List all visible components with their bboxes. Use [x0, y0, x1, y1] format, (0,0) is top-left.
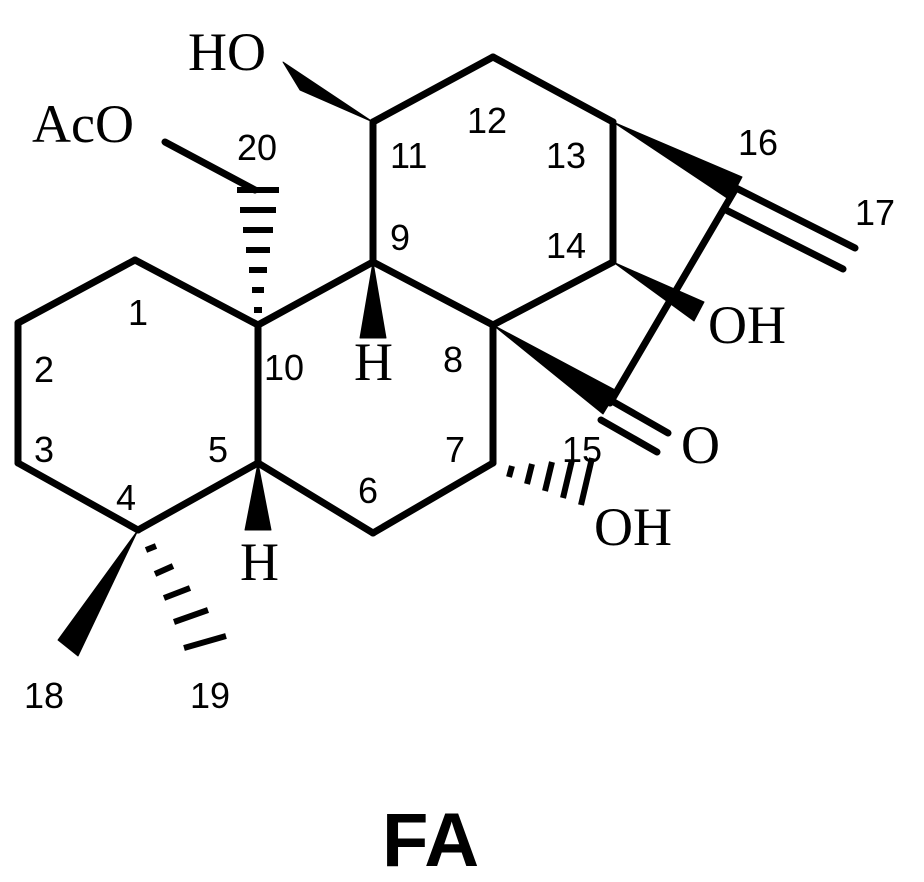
num-c2: 2 [34, 349, 54, 390]
bond-c12-c13 [489, 53, 617, 126]
num-c1: 1 [128, 292, 148, 333]
num-c4: 4 [116, 477, 136, 518]
num-c5: 5 [208, 429, 228, 470]
atom-numbers: 1 2 3 4 5 6 7 8 9 10 11 12 13 14 15 16 1… [24, 100, 895, 716]
bond-c14-c8 [489, 258, 617, 329]
num-c16: 16 [738, 122, 778, 163]
num-c20: 20 [237, 127, 277, 168]
wedge-c13-c16 [612, 121, 743, 201]
bond-c6-c5 [254, 459, 377, 537]
num-c7: 7 [445, 429, 465, 470]
wedge-bonds [57, 61, 743, 657]
num-c15: 15 [562, 429, 602, 470]
num-c3: 3 [34, 429, 54, 470]
num-c8: 8 [443, 339, 463, 380]
num-c10: 10 [264, 347, 304, 388]
hashed-bonds [144, 187, 595, 651]
label-oh-c14: OH [708, 295, 786, 355]
hash-c10-c20 [237, 187, 279, 313]
label-carbonyl-o: O [681, 415, 720, 475]
group-labels: AcO HO OH OH O H H [32, 22, 786, 592]
num-c17: 17 [855, 192, 895, 233]
bond-c9-c8 [369, 258, 497, 329]
bond-c3-c4 [14, 459, 142, 534]
bond-c1-c10 [131, 256, 262, 329]
bond-c11-c12 [369, 53, 497, 126]
bond-c15-o-b [597, 416, 661, 456]
wedge-c9-h [359, 261, 387, 339]
num-c6: 6 [358, 470, 378, 511]
label-oh-c7: OH [594, 497, 672, 557]
label-ho-c11: HO [188, 22, 266, 82]
compound-label: FA [382, 798, 479, 882]
num-c13: 13 [546, 135, 586, 176]
hash-c7-oh [506, 457, 595, 506]
wedge-c14-oh [612, 261, 705, 322]
label-h-c5: H [240, 532, 279, 592]
num-c14: 14 [546, 225, 586, 266]
bond-aco-c20 [161, 138, 259, 194]
num-c19: 19 [190, 675, 230, 716]
num-c9: 9 [390, 217, 410, 258]
bond-c4-c5 [134, 459, 262, 534]
wedge-c5-h [244, 462, 272, 531]
label-aco: AcO [32, 94, 134, 154]
bond-c15-o-a [608, 397, 672, 437]
num-c11: 11 [390, 135, 427, 176]
bond-c16-c17-b [720, 205, 847, 273]
num-c18: 18 [24, 675, 64, 716]
bond-c7-c6 [369, 459, 497, 537]
bond-c1-c2 [14, 256, 139, 327]
label-h-c9: H [354, 332, 393, 392]
hash-c4-c19 [144, 543, 227, 651]
num-c12: 12 [467, 100, 507, 141]
bond-c10-c9 [254, 258, 377, 329]
wedge-c4-c18 [57, 529, 139, 657]
wedge-c11-oh [282, 61, 374, 123]
bond-c16-c17-a [732, 184, 859, 252]
wedge-c8-c15 [492, 324, 618, 415]
